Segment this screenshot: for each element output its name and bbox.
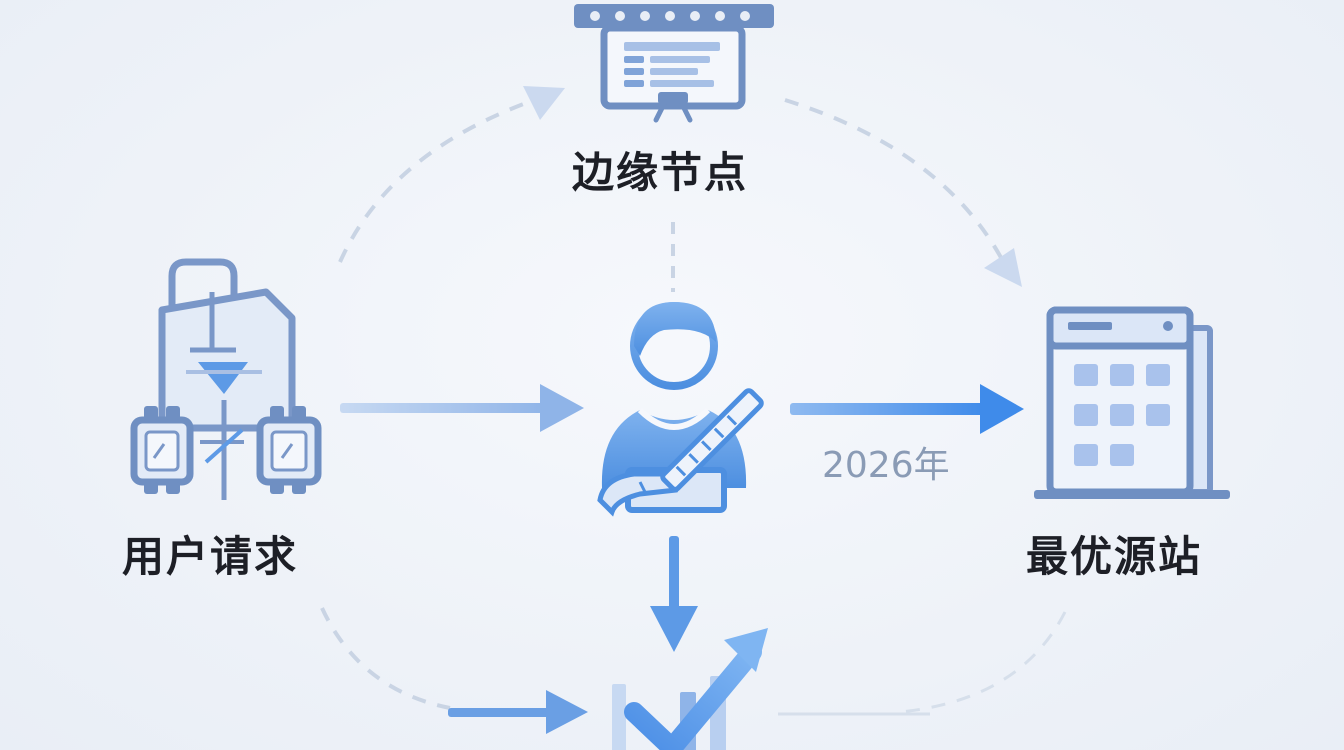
chart-checkmark-icon: [612, 628, 768, 750]
dashed-connector-origin-to-result: [899, 611, 1067, 714]
arrow-user-to-scheduler: [340, 384, 584, 432]
user-request-label: 用户请求: [122, 532, 299, 581]
arrow-scheduler-to-origin: [790, 384, 1024, 434]
arrow-user-to-result: [448, 690, 588, 734]
arrowhead-edge-to-origin: [984, 248, 1022, 287]
dashed-connector-edge-to-origin: [784, 98, 1007, 266]
edge-node-label: 边缘节点: [572, 148, 749, 197]
arrow-scheduler-to-result: [650, 536, 698, 652]
person-with-tool-icon: [597, 302, 764, 517]
dashed-connector-user-to-result: [320, 607, 451, 710]
connector-year-label: 2026年: [822, 445, 950, 486]
server-building-icon: [1034, 306, 1230, 499]
origin-server-label: 最优源站: [1026, 532, 1203, 581]
arrowhead-user-to-edge: [523, 86, 565, 120]
client-devices-icon: [130, 258, 322, 500]
server-rack-icon: [574, 4, 774, 123]
dashed-connector-user-to-edge: [338, 96, 541, 263]
